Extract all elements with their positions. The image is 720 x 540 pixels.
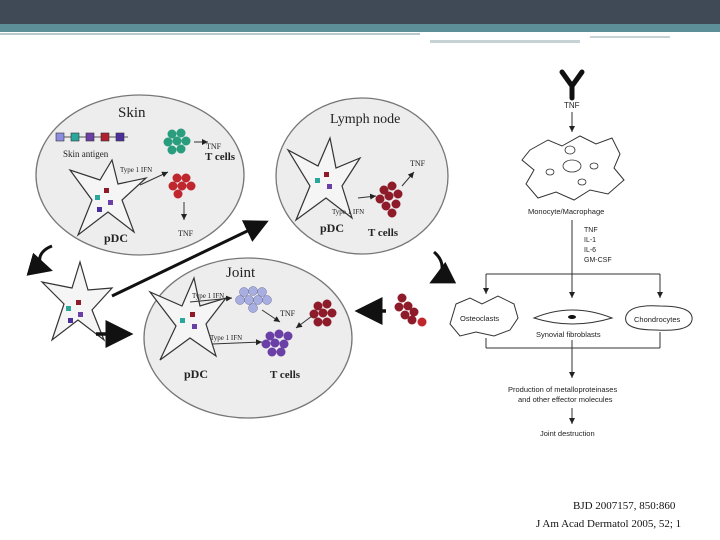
reference-2: J Am Acad Dermatol 2005, 52; 1	[536, 518, 682, 530]
joint-pdc-cell	[148, 276, 228, 361]
joint-title: Joint	[226, 265, 256, 281]
skin-type1ifn-label: Type 1 IFN	[120, 166, 152, 174]
lymph-type1ifn-label: Type 1 IFN	[332, 208, 364, 216]
curved-arrow-left	[26, 244, 53, 276]
skin-tnf-bottom: TNF	[178, 229, 194, 238]
joint-destruction-label: Joint destruction	[540, 429, 595, 438]
lymph-tnf-label: TNF	[410, 159, 426, 168]
osteoclast-cell	[449, 295, 519, 337]
skin-tnf-top: TNF	[206, 142, 222, 151]
production-line-2: and other effector molecules	[518, 395, 613, 404]
joint-type1ifn-top: Type 1 IFN	[192, 292, 224, 300]
joint-tcells-label: T cells	[270, 369, 301, 381]
header-bar	[0, 0, 720, 24]
skin-red-tcells	[168, 173, 196, 199]
skin-pdc-cell	[68, 158, 149, 237]
cytokine-0: TNF	[584, 227, 598, 234]
header-rule-3	[590, 36, 670, 38]
chondrocyte-cell	[625, 305, 693, 331]
joint-type1ifn-bottom: Type 1 IFN	[210, 334, 242, 342]
incoming-darkred-tcells	[394, 293, 427, 327]
header-rule-2	[430, 40, 580, 43]
right-pathway: TNF Monocyte/Macrophage TNF IL-1 IL-6 GM…	[449, 69, 693, 438]
lymph-node-title: Lymph node	[330, 112, 400, 127]
joint-lavender-tcells	[235, 286, 272, 313]
osteoclasts-label: Osteoclasts	[460, 314, 499, 323]
synovial-label: Synovial fibroblasts	[536, 330, 601, 339]
joint-tnf-label: TNF	[280, 309, 296, 318]
joint-darkred-tcells	[309, 299, 337, 327]
diagonal-arrow	[111, 220, 269, 298]
skin-antigen-label: Skin antigen	[63, 149, 109, 159]
right-tnf-top: TNF	[564, 101, 580, 110]
chondrocytes-label: Chondrocytes	[634, 315, 681, 324]
skin-tcells-label: T cells	[205, 151, 236, 163]
monocyte-label: Monocyte/Macrophage	[528, 207, 604, 216]
antibody-icon	[559, 69, 585, 101]
lymph-darkred-tcells	[375, 181, 403, 218]
cytokine-2: IL-6	[584, 247, 596, 254]
header-rule-1	[0, 33, 420, 35]
lymph-node-pdc-cell	[286, 135, 362, 222]
lymph-tcells-label: T cells	[368, 227, 399, 239]
skin-pdc-label: pDC	[104, 231, 128, 245]
production-line-1: Production of metalloproteinases	[508, 385, 617, 394]
lymph-pdc-label: pDC	[320, 221, 344, 235]
cytokine-3: GM-CSF	[584, 257, 612, 264]
cytokine-1: IL-1	[584, 237, 596, 244]
lymph-node-compartment: Lymph node Type 1 IFN pDC TNF T cells	[275, 97, 449, 255]
macrophage-cell	[521, 135, 625, 201]
skin-green-tcells	[163, 128, 191, 155]
joint-purple-tcells	[261, 329, 293, 357]
skin-antigen-chain	[55, 132, 128, 142]
skin-title: Skin	[118, 105, 146, 121]
reference-1: BJD 2007157, 850:860	[573, 500, 676, 512]
joint-pdc-label: pDC	[184, 367, 208, 381]
joint-compartment: Joint Type 1 IFN Type 1 IFN TNF	[143, 257, 353, 419]
header-accent-bar	[0, 24, 720, 32]
curved-arrow-right	[429, 250, 457, 284]
skin-compartment: Skin Skin antigen pDC Type 1 IFN TNF T c	[35, 94, 245, 256]
